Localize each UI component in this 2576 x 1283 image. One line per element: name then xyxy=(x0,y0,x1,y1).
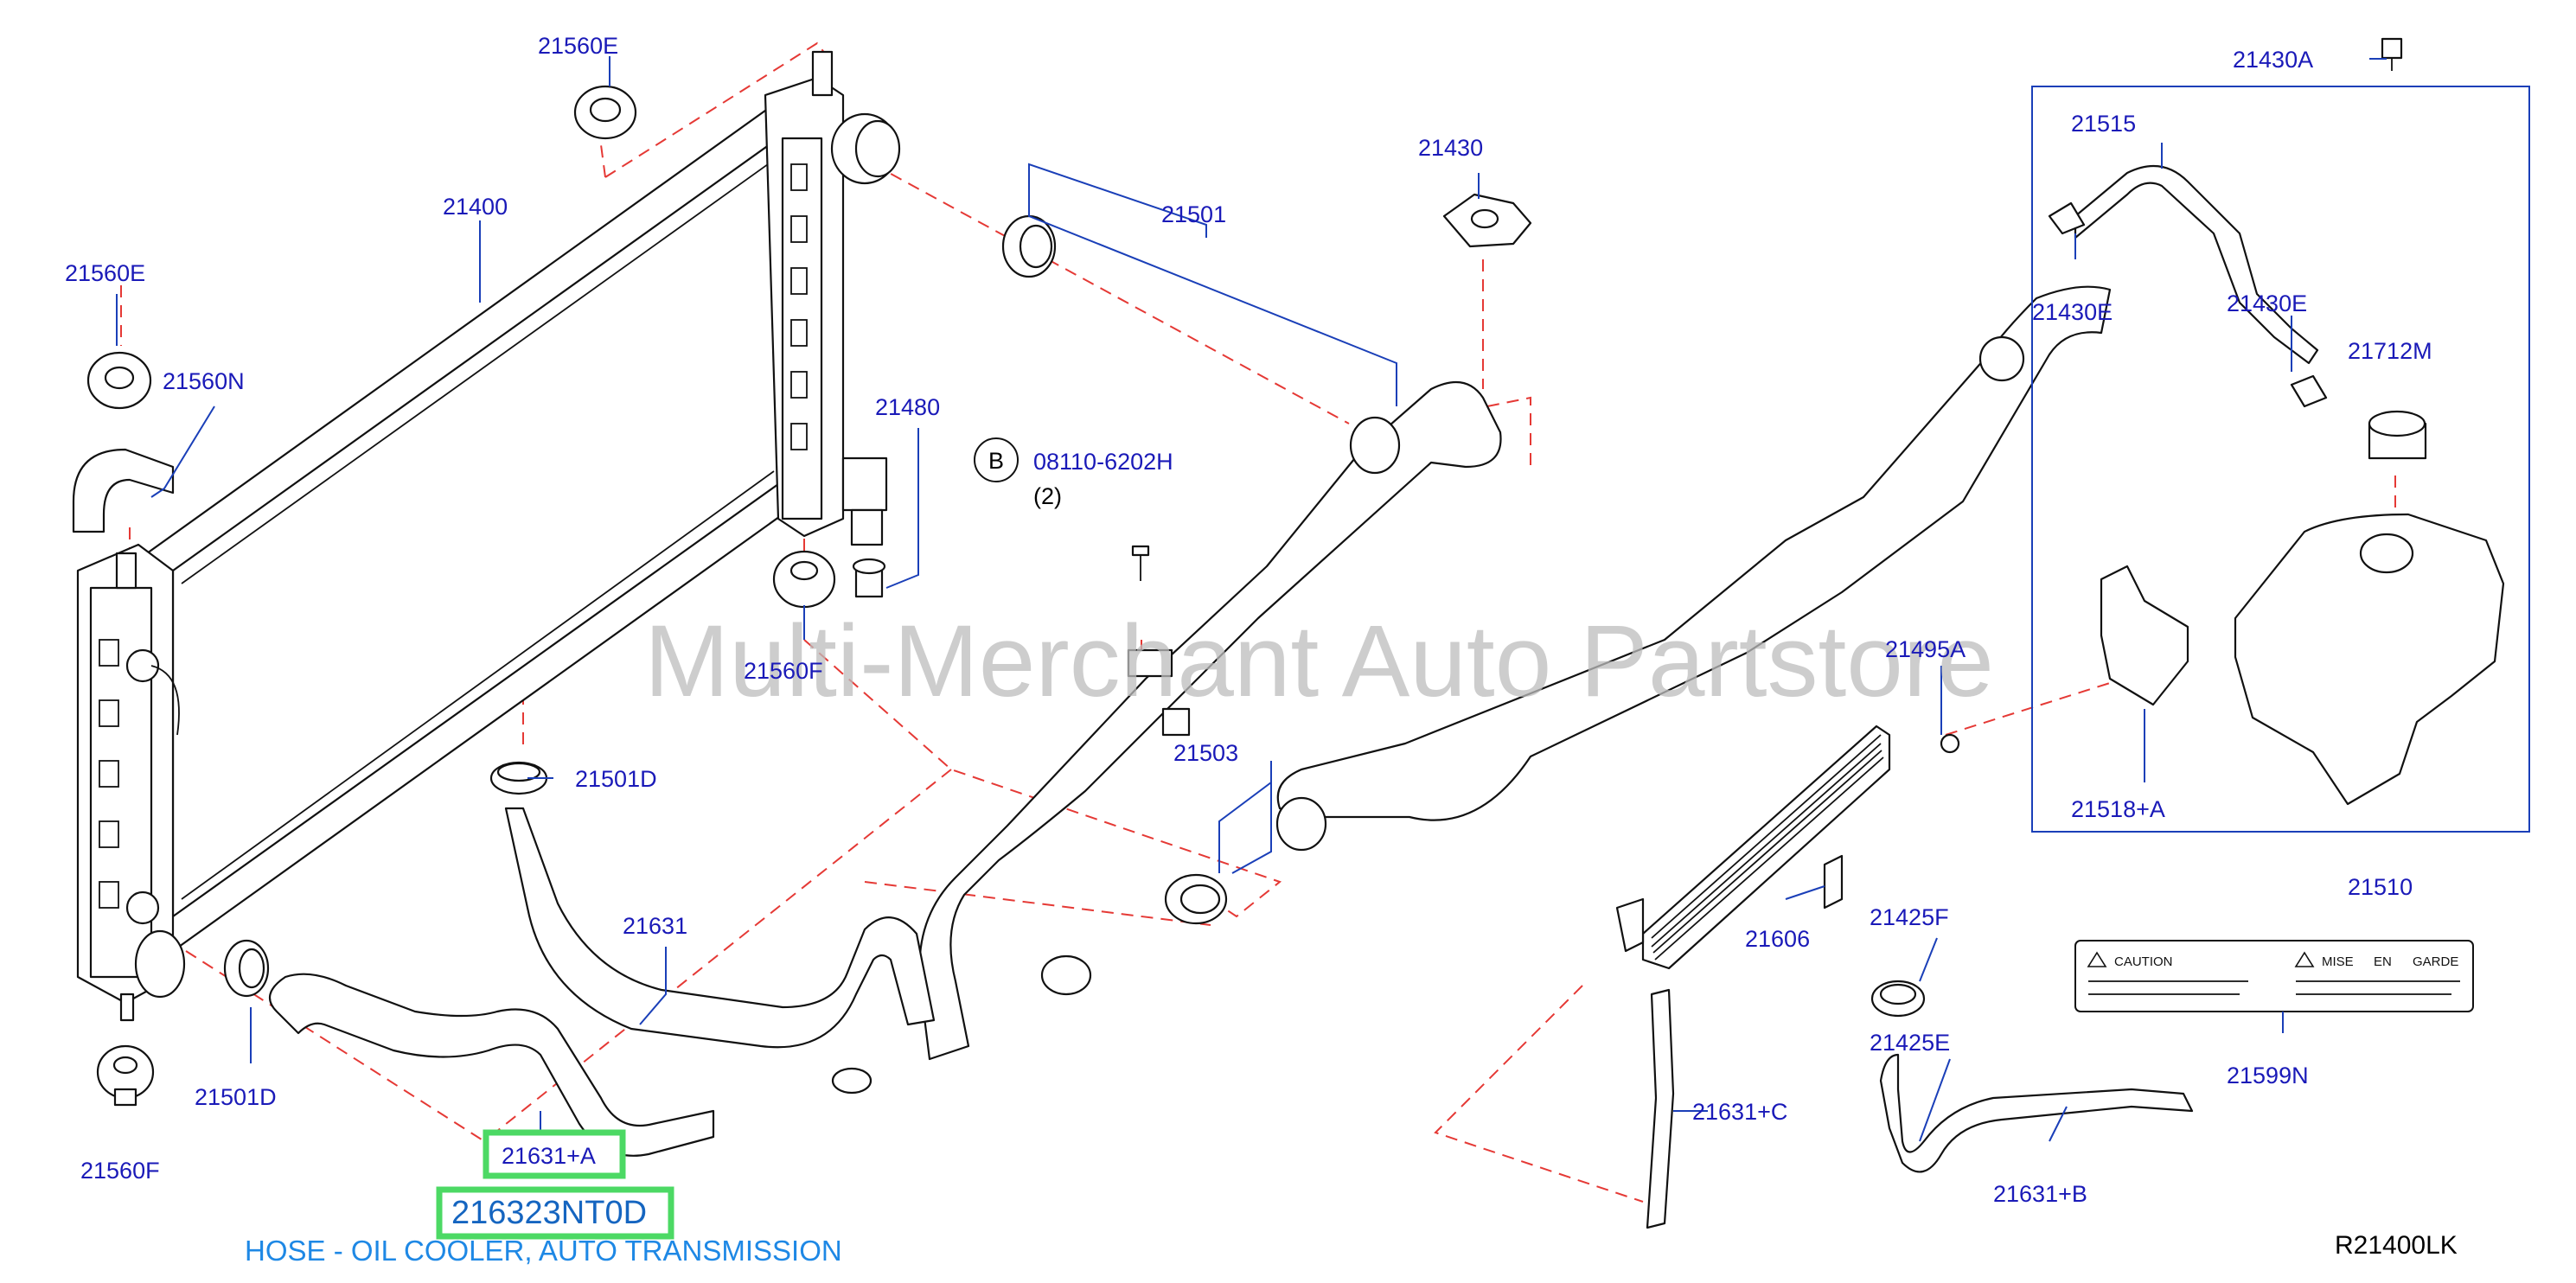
grommet-21560F-mid xyxy=(772,550,836,609)
reservoir-tank-21510 xyxy=(2234,513,2505,806)
label-21631B[interactable]: 21631+B xyxy=(1993,1181,2087,1207)
label-21599N[interactable]: 21599N xyxy=(2227,1063,2309,1088)
bolt-qty-label: (2) xyxy=(1033,483,1062,509)
label-21425E[interactable]: 21425E xyxy=(1870,1030,1950,1056)
label-21518A[interactable]: 21518+A xyxy=(2071,796,2165,822)
bolt-marker-letter: B xyxy=(988,448,1004,474)
clamp-21503-a xyxy=(1164,873,1228,925)
label-21425F[interactable]: 21425F xyxy=(1870,904,1949,930)
caution-label-right-title-3: GARDE xyxy=(2413,954,2458,969)
hose-21515 xyxy=(2074,164,2319,365)
clamp-21430E-right xyxy=(2290,374,2328,408)
clamp-21501D-bot xyxy=(223,939,270,998)
label-21495A[interactable]: 21495A xyxy=(1885,636,1966,662)
label-21712M[interactable]: 21712M xyxy=(2348,338,2432,364)
label-21400[interactable]: 21400 xyxy=(443,194,508,220)
label-21631[interactable]: 21631 xyxy=(623,913,687,939)
label-21560E-top[interactable]: 21560E xyxy=(538,33,618,59)
label-21501D-bot[interactable]: 21501D xyxy=(195,1084,277,1110)
label-21631C[interactable]: 21631+C xyxy=(1692,1099,1787,1125)
highlight-part-number[interactable]: 216323NT0D xyxy=(451,1195,647,1231)
clamp-21430E-left xyxy=(2048,201,2086,235)
label-21480[interactable]: 21480 xyxy=(875,394,940,420)
hose-21631C xyxy=(1646,988,1675,1229)
watermark-text: Multi-Merchant Auto Partstore xyxy=(644,604,1994,718)
caution-label-left-title: CAUTION xyxy=(2114,954,2173,969)
stud-21480 xyxy=(852,558,886,598)
clamp-21501 xyxy=(1001,214,1057,278)
caution-label-right-title-1: MISE xyxy=(2322,954,2354,969)
label-21501D-mid[interactable]: 21501D xyxy=(575,766,657,792)
radiator-cap-21430 xyxy=(1442,193,1532,248)
bolt-21495A xyxy=(1940,733,1960,754)
radiator-21400 xyxy=(76,50,901,1022)
label-21560F-bot[interactable]: 21560F xyxy=(80,1158,160,1184)
grommet-21560E-left xyxy=(86,351,152,410)
label-21606[interactable]: 21606 xyxy=(1745,926,1810,952)
bolt-08110 xyxy=(1131,545,1150,581)
label-21510[interactable]: 21510 xyxy=(2348,874,2413,900)
caution-label-right-title-2: EN xyxy=(2374,954,2392,969)
clamp-21425F xyxy=(1870,980,1926,1018)
label-21560F-mid[interactable]: 21560F xyxy=(744,658,823,684)
label-21430E-left[interactable]: 21430E xyxy=(2032,299,2113,325)
leader-lines xyxy=(116,56,2387,1142)
label-21560N[interactable]: 21560N xyxy=(163,368,245,394)
grommet-21560E-top xyxy=(573,85,637,140)
label-21503[interactable]: 21503 xyxy=(1173,740,1238,766)
highlight-callout-label[interactable]: 21631+A xyxy=(502,1143,596,1169)
label-21430A[interactable]: 21430A xyxy=(2233,47,2313,73)
caution-label-21599N xyxy=(2074,940,2474,1012)
upper-hose-21501 xyxy=(918,380,1502,1061)
diagram-code: R21400LK xyxy=(2335,1231,2458,1260)
bolt-marker-circle xyxy=(974,437,1019,482)
label-21515[interactable]: 21515 xyxy=(2071,111,2136,137)
lower-hose-large xyxy=(1275,285,2112,852)
bolt-part-label: 08110-6202H xyxy=(1033,449,1173,475)
hose-21631A xyxy=(268,973,715,1157)
highlight-callout-box xyxy=(483,1129,626,1179)
bracket-21518A xyxy=(2100,565,2189,706)
hose-21631B xyxy=(1879,1053,2194,1173)
bracket-21560N xyxy=(72,448,175,533)
label-21560E-left[interactable]: 21560E xyxy=(65,260,145,286)
bolt-21430A xyxy=(2381,37,2403,71)
reservoir-group-box xyxy=(2031,86,2530,833)
highlight-part-number-box xyxy=(436,1186,674,1240)
grommet-21560F-bot xyxy=(96,1044,155,1107)
oil-cooler-21606 xyxy=(1615,724,1891,970)
highlight-description: HOSE - OIL COOLER, AUTO TRANSMISSION xyxy=(245,1235,842,1267)
hose-21631 xyxy=(504,807,936,1095)
label-21501[interactable]: 21501 xyxy=(1161,201,1226,227)
label-21430E-right[interactable]: 21430E xyxy=(2227,290,2307,316)
clamp-21501D-mid xyxy=(489,761,548,795)
reservoir-cap-21712M xyxy=(2368,410,2427,460)
label-21430[interactable]: 21430 xyxy=(1418,135,1483,161)
